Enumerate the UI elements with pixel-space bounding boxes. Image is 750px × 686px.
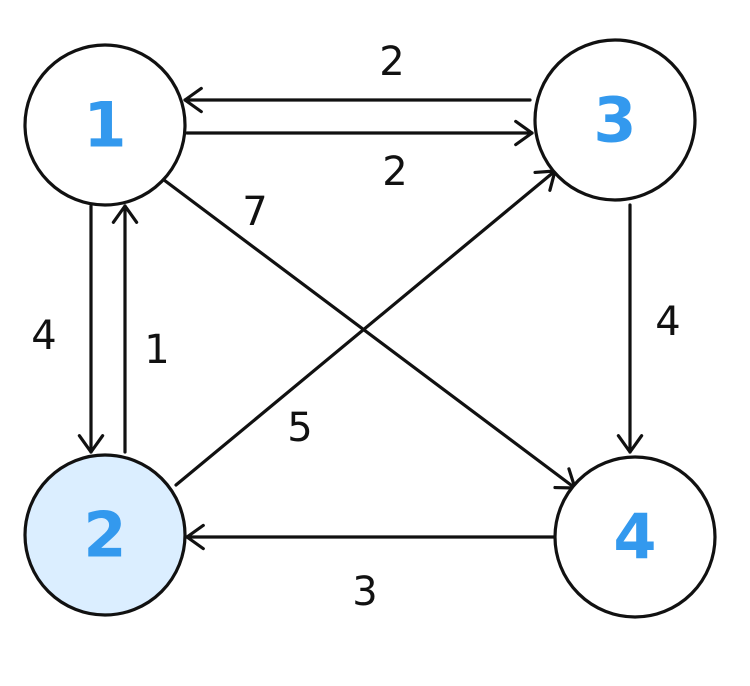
node-3: 3 <box>533 38 697 202</box>
node-label: 1 <box>83 89 126 162</box>
edges-layer <box>77 86 644 551</box>
edge-1-to-2 <box>77 204 105 454</box>
edge-line <box>162 178 577 490</box>
edge-weight-1-to-4: 7 <box>242 189 267 235</box>
node-circle <box>553 455 717 619</box>
node-2: 2 <box>23 453 187 617</box>
node-label: 2 <box>83 499 126 572</box>
arrow-head-icon <box>183 86 203 114</box>
edge-3-to-1 <box>183 86 532 114</box>
node-1: 1 <box>23 43 187 207</box>
edge-4-to-2 <box>185 523 557 551</box>
node-4: 4 <box>553 455 717 619</box>
node-label: 3 <box>593 84 636 157</box>
edge-weight-3-to-1: 2 <box>379 39 404 85</box>
edge-3-to-4 <box>616 203 644 454</box>
arrow-head-icon <box>514 119 534 147</box>
node-circle <box>23 43 187 207</box>
edge-line <box>174 169 557 487</box>
nodes-layer: 1 2 3 4 <box>23 38 717 619</box>
node-circle <box>533 38 697 202</box>
node-circle <box>23 453 187 617</box>
arrow-head-icon <box>185 523 205 551</box>
edge-weight-4-to-2: 3 <box>352 569 377 615</box>
edge-2-to-3 <box>174 169 557 487</box>
arrow-head-icon <box>616 434 644 454</box>
edge-1-to-3 <box>185 119 534 147</box>
edge-weight-1-to-3: 2 <box>382 149 407 195</box>
edge-weight-2-to-1: 1 <box>144 327 169 373</box>
edge-2-to-1 <box>111 204 139 454</box>
weights-layer: 2 2 4 1 7 5 4 3 <box>31 39 680 615</box>
node-label: 4 <box>613 501 656 574</box>
edge-weight-3-to-4: 4 <box>655 299 680 345</box>
arrow-head-icon <box>77 434 105 454</box>
edge-weight-1-to-2: 4 <box>31 313 56 359</box>
arrow-head-icon <box>111 204 139 224</box>
edge-weight-2-to-3: 5 <box>287 405 312 451</box>
